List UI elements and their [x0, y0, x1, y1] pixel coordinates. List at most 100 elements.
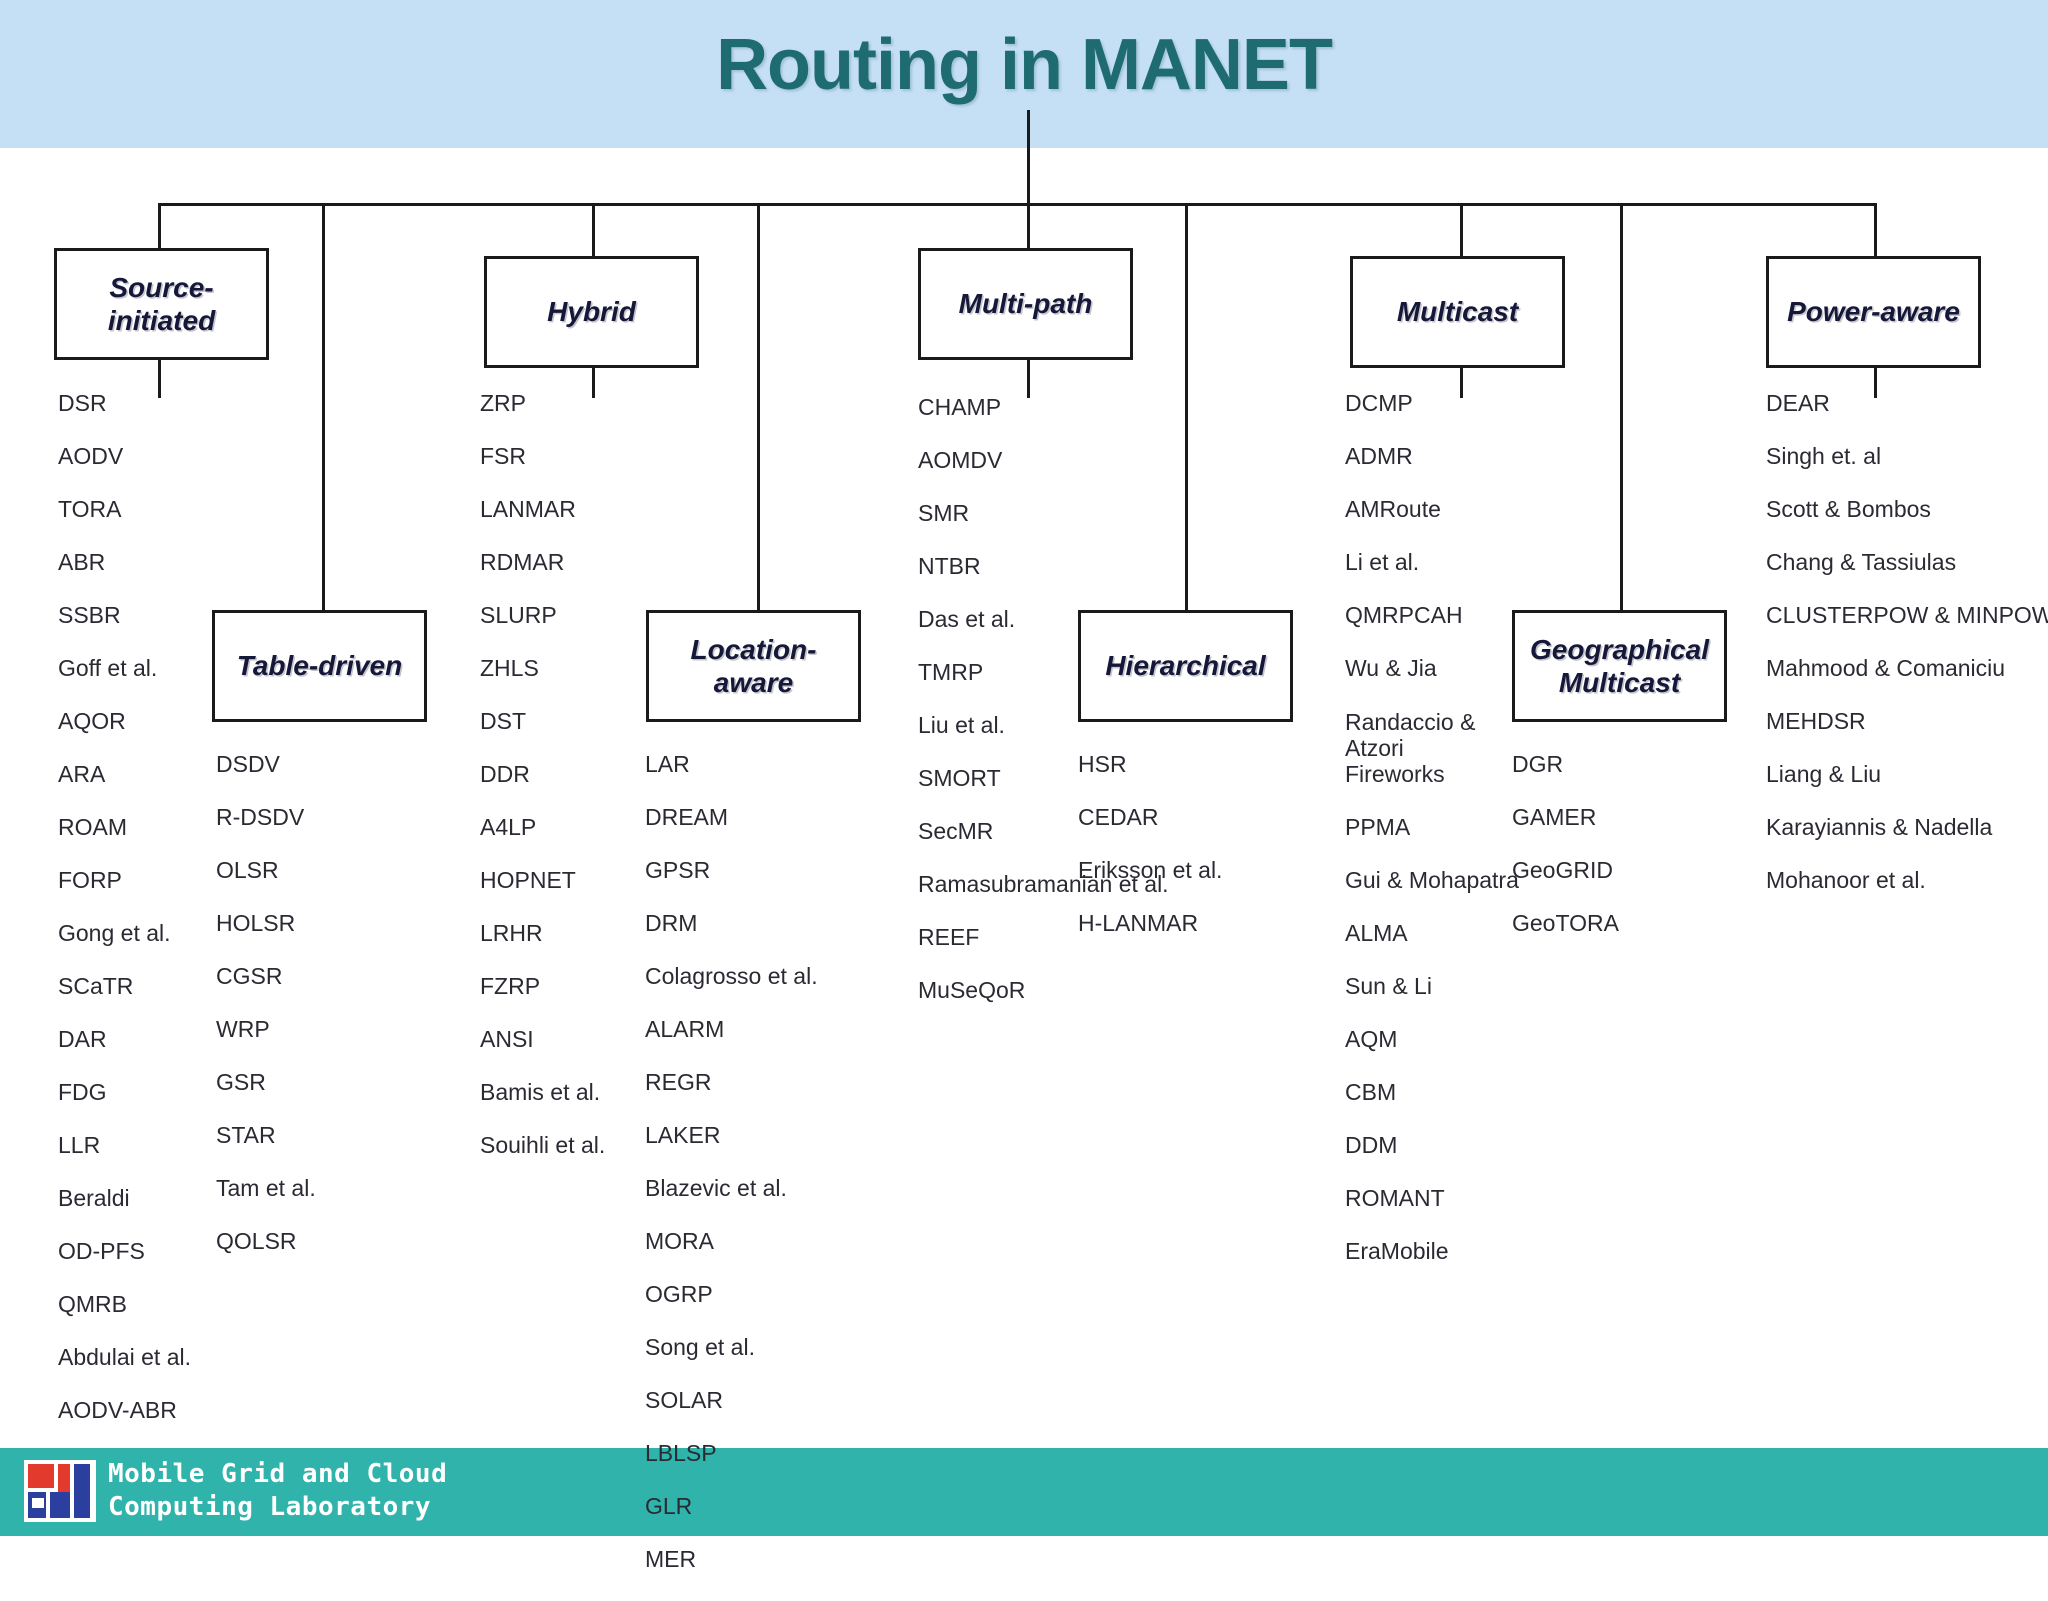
- list-item: DEAR: [1766, 390, 1830, 416]
- list-item: Sun & Li: [1345, 973, 1432, 999]
- list-item: ANSI: [480, 1026, 534, 1052]
- node-table-driven[interactable]: Table-driven: [212, 610, 427, 722]
- list-item: Li et al.: [1345, 549, 1420, 575]
- list-item: Beraldi: [58, 1185, 130, 1211]
- list-item: DSR: [58, 390, 107, 416]
- list-item: LAR: [645, 751, 690, 777]
- list-item: ZRP: [480, 390, 526, 416]
- list-item: ADMR: [1345, 443, 1413, 469]
- node-label-line2: aware: [713, 667, 794, 698]
- list-item: CHAMP: [918, 394, 1002, 420]
- list-item: WRP: [216, 1016, 270, 1042]
- node-multicast[interactable]: Multicast: [1350, 256, 1565, 368]
- node-label-line2: initiated: [107, 305, 216, 336]
- node-location-aware[interactable]: Location-aware: [646, 610, 861, 722]
- node-multi-path[interactable]: Multi-path: [918, 248, 1133, 360]
- list-item: TORA: [58, 496, 122, 522]
- list-item: Liang & Liu: [1766, 761, 1882, 787]
- list-item: DSDV: [216, 751, 280, 777]
- list-item: AODV-ABR: [58, 1397, 177, 1423]
- list-item: Mohanoor et al.: [1766, 867, 1926, 893]
- list-item: GAMER: [1512, 804, 1597, 830]
- list-item: Eriksson et al.: [1078, 857, 1223, 883]
- list-item: OD-PFS: [58, 1238, 145, 1264]
- list-item: FDG: [58, 1079, 107, 1105]
- footer-bar: Mobile Grid and Cloud Computing Laborato…: [0, 1448, 2048, 1536]
- list-item: Liu et al.: [918, 712, 1005, 738]
- list-item: DCMP: [1345, 390, 1413, 416]
- list-item: Abdulai et al.: [58, 1344, 191, 1370]
- node-table-driven-label: Table-driven: [236, 650, 403, 682]
- list-item: GeoTORA: [1512, 910, 1619, 936]
- node-label-line1: Geographical: [1530, 633, 1709, 665]
- list-item: Das et al.: [918, 606, 1016, 632]
- list-item: MORA: [645, 1228, 714, 1254]
- node-label-line1: Source-: [109, 271, 214, 303]
- node-multicast-label: Multicast: [1396, 296, 1519, 328]
- list-item: DDR: [480, 761, 530, 787]
- title-banner: Routing in MANET: [0, 0, 2048, 148]
- list-item: MuSeQoR: [918, 977, 1026, 1003]
- list-item: LLR: [58, 1132, 101, 1158]
- list-item: AODV: [58, 443, 124, 469]
- list-item: AOMDV: [918, 447, 1003, 473]
- lab-name: Mobile Grid and Cloud Computing Laborato…: [108, 1458, 447, 1525]
- list-item: AQOR: [58, 708, 126, 734]
- list-item: FSR: [480, 443, 526, 469]
- list-item: FZRP: [480, 973, 541, 999]
- list-item: Chang & Tassiulas: [1766, 549, 1957, 575]
- diagram-canvas: Source-initiated Table-driven Hybrid Loc…: [0, 110, 2048, 1571]
- list-item: DST: [480, 708, 526, 734]
- list-item: QMRPCAH: [1345, 602, 1463, 628]
- node-hierarchical[interactable]: Hierarchical: [1078, 610, 1293, 722]
- list-item: ALARM: [645, 1016, 725, 1042]
- list-item: HOPNET: [480, 867, 576, 893]
- list-item: Colagrosso et al.: [645, 963, 818, 989]
- list-item: QMRB: [58, 1291, 127, 1317]
- list-item: PPMA: [1345, 814, 1411, 840]
- list-item: SOLAR: [645, 1387, 723, 1413]
- list-item: FORP: [58, 867, 122, 893]
- list-item: NTBR: [918, 553, 981, 579]
- list-item: CBM: [1345, 1079, 1397, 1105]
- list-item: Scott & Bombos: [1766, 496, 1931, 522]
- list-item: RDMAR: [480, 549, 565, 575]
- list-item: Tam et al.: [216, 1175, 316, 1201]
- list-item: LRHR: [480, 920, 543, 946]
- list-item: DDM: [1345, 1132, 1398, 1158]
- list-item: Karayiannis & Nadella: [1766, 814, 1993, 840]
- node-hybrid-label: Hybrid: [547, 296, 636, 328]
- lab-logo-icon: [24, 1460, 96, 1522]
- connector-drop-table-driven: [322, 203, 325, 610]
- list-item: QOLSR: [216, 1228, 297, 1254]
- list-item: HOLSR: [216, 910, 296, 936]
- lab-name-line1: Mobile Grid and Cloud: [108, 1459, 448, 1489]
- node-source-initiated[interactable]: Source-initiated: [54, 248, 269, 360]
- list-item: CGSR: [216, 963, 283, 989]
- list-item: SMR: [918, 500, 970, 526]
- list-item: Bamis et al.: [480, 1079, 601, 1105]
- list-item: ZHLS: [480, 655, 539, 681]
- node-power-aware-label: Power-aware: [1787, 296, 1960, 328]
- node-hybrid[interactable]: Hybrid: [484, 256, 699, 368]
- list-item: ARA: [58, 761, 106, 787]
- connector-top-horizontal: [158, 203, 1874, 206]
- list-item: CLUSTERPOW & MINPOW: [1766, 602, 2048, 628]
- node-power-aware[interactable]: Power-aware: [1766, 256, 1981, 368]
- list-item: H-LANMAR: [1078, 910, 1199, 936]
- list-item: Ramasubramanian et al.: [918, 871, 1169, 897]
- list-item: ALMA: [1345, 920, 1408, 946]
- connector-drop-geographical-multicast: [1620, 203, 1623, 610]
- list-item: STAR: [216, 1122, 276, 1148]
- node-location-aware-label: Location-aware: [679, 633, 829, 699]
- list-item: REEF: [918, 924, 980, 950]
- list-item: OGRP: [645, 1281, 713, 1307]
- node-label-line1: Location-: [690, 633, 817, 665]
